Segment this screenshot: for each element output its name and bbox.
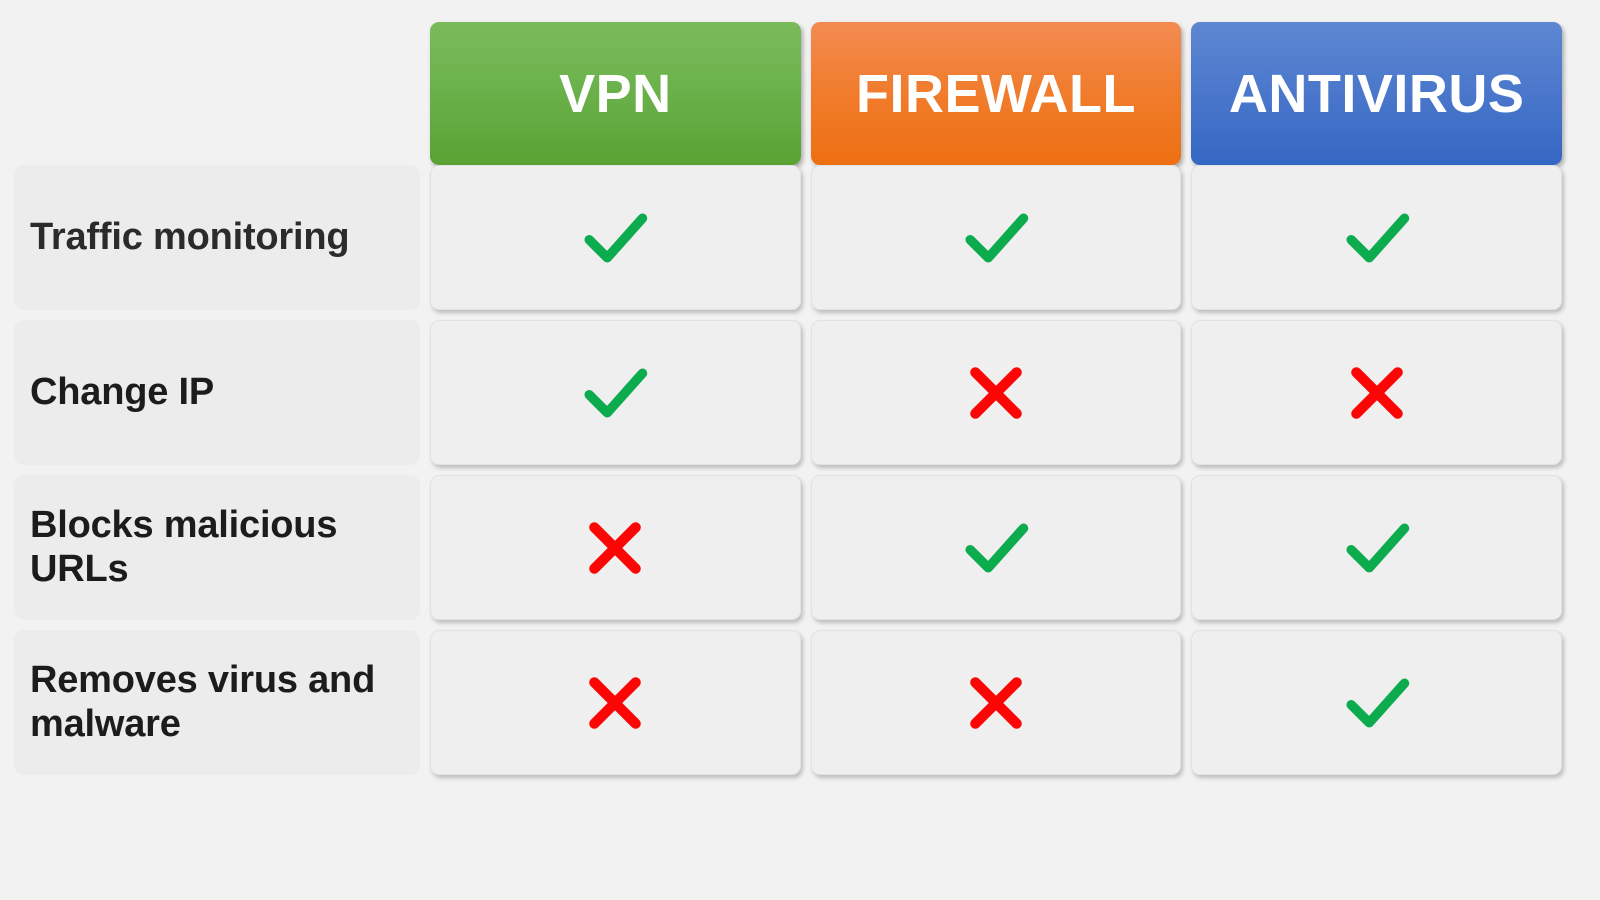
data-cell-box[interactable]: [1191, 630, 1563, 775]
data-cell-box[interactable]: [810, 475, 1182, 620]
column-header-antivirus[interactable]: ANTIVIRUS: [1191, 22, 1563, 165]
cross-icon: [970, 366, 1022, 419]
check-icon: [584, 212, 648, 263]
check-icon: [965, 522, 1029, 573]
table-header-row: VPN FIREWALL ANTIVIRUS: [0, 0, 1600, 165]
data-cell-box[interactable]: [430, 630, 801, 775]
cross-icon: [1350, 366, 1403, 419]
column-header-label: FIREWALL: [856, 63, 1136, 124]
data-cell-vpn[interactable]: [430, 165, 801, 310]
data-cell-firewall[interactable]: [810, 475, 1182, 620]
row-label-cell: Blocks malicious URLs: [14, 475, 420, 620]
row-label-text: Removes virus and malware: [30, 658, 376, 745]
check-icon: [965, 212, 1029, 263]
row-label-cell: Removes virus and malware: [14, 630, 420, 775]
column-header-label: ANTIVIRUS: [1228, 63, 1525, 124]
table-row: Traffic monitoring: [0, 165, 1600, 310]
row-label-box: Change IP: [14, 320, 420, 465]
data-cell-box[interactable]: [810, 320, 1182, 465]
data-cell-firewall[interactable]: [810, 320, 1182, 465]
cross-icon: [589, 521, 642, 574]
row-label-text: Blocks malicious URLs: [30, 503, 338, 590]
data-cell-vpn[interactable]: [430, 475, 801, 620]
check-icon: [1346, 677, 1409, 728]
table-row: Removes virus and malware: [0, 630, 1600, 775]
data-cell-box[interactable]: [1191, 165, 1563, 310]
row-label-text: Change IP: [30, 370, 215, 413]
cross-icon: [970, 676, 1022, 729]
row-label-cell: Traffic monitoring: [14, 165, 420, 310]
data-cell-antivirus[interactable]: [1191, 165, 1563, 310]
data-cell-firewall[interactable]: [810, 165, 1182, 310]
row-label-box: Removes virus and malware: [14, 630, 420, 775]
data-cell-vpn[interactable]: [430, 320, 801, 465]
data-cell-box[interactable]: [430, 165, 801, 310]
row-label-box: Traffic monitoring: [14, 165, 420, 310]
data-cell-box[interactable]: [1191, 475, 1563, 620]
column-header-vpn[interactable]: VPN: [430, 22, 801, 165]
row-label-cell: Change IP: [14, 320, 420, 465]
row-label-text: Traffic monitoring: [30, 215, 350, 258]
data-cell-box[interactable]: [430, 320, 801, 465]
data-cell-vpn[interactable]: [430, 630, 801, 775]
check-icon: [584, 367, 648, 418]
column-header-label: VPN: [559, 63, 672, 124]
cross-icon: [589, 676, 642, 729]
data-cell-box[interactable]: [810, 165, 1182, 310]
data-cell-box[interactable]: [430, 475, 801, 620]
data-cell-box[interactable]: [810, 630, 1182, 775]
column-header-firewall[interactable]: FIREWALL: [810, 22, 1182, 165]
data-cell-antivirus[interactable]: [1191, 475, 1563, 620]
data-cell-antivirus[interactable]: [1191, 630, 1563, 775]
row-label-box: Blocks malicious URLs: [14, 475, 420, 620]
data-cell-antivirus[interactable]: [1191, 320, 1563, 465]
data-cell-firewall[interactable]: [810, 630, 1182, 775]
table-row: Blocks malicious URLs: [0, 475, 1600, 620]
table-row: Change IP: [0, 320, 1600, 465]
check-icon: [1346, 212, 1409, 263]
data-cell-box[interactable]: [1191, 320, 1563, 465]
check-icon: [1346, 522, 1409, 573]
